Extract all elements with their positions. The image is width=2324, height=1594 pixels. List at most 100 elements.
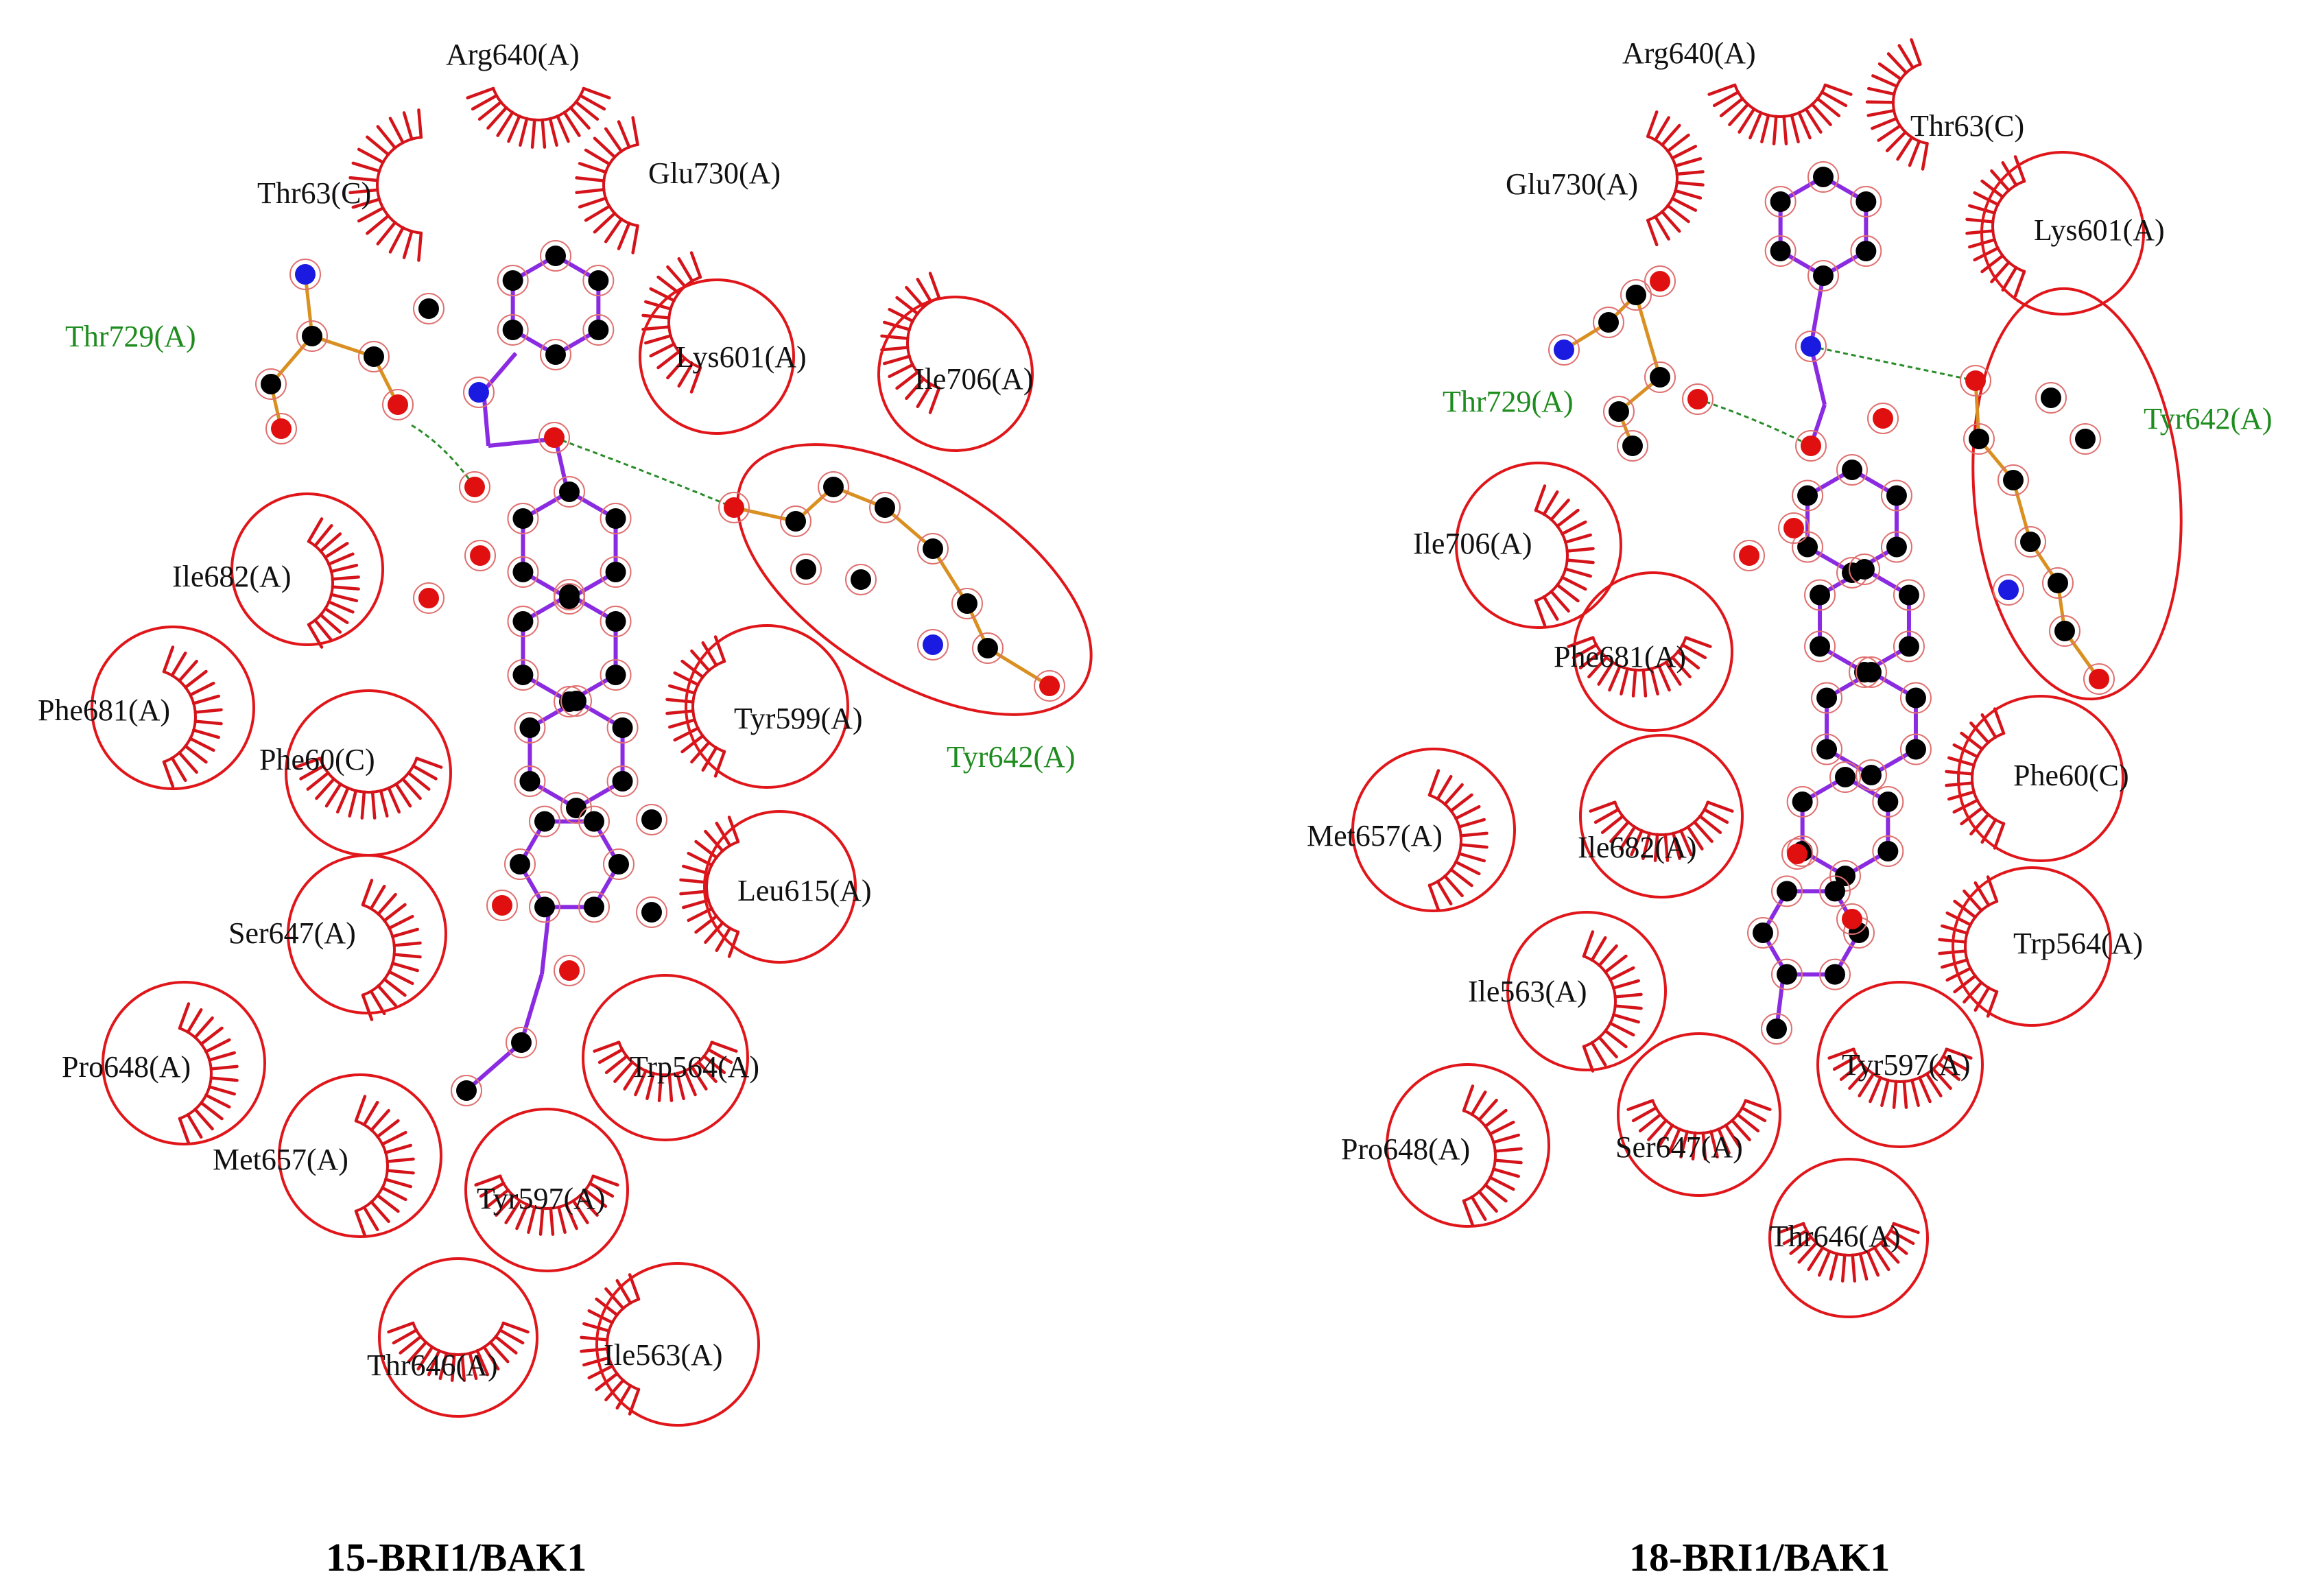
- atom-halo: [1747, 917, 1779, 949]
- residue-label: Pro648(A): [62, 1050, 191, 1084]
- fan-spoke: [1454, 860, 1481, 876]
- fan-spoke: [369, 989, 386, 1016]
- atom-halo: [603, 848, 635, 880]
- fan-spoke: [1851, 1253, 1857, 1283]
- fan-spoke: [1686, 825, 1704, 850]
- oxygen-atom: [1687, 389, 1708, 409]
- carbon-atom: [605, 508, 626, 529]
- contact-circle: [639, 278, 795, 435]
- fan-spoke: [1598, 944, 1618, 967]
- atom-halo: [554, 476, 585, 508]
- fan-spoke: [1582, 930, 1595, 958]
- fan-spoke: [1582, 1045, 1595, 1073]
- fan-spoke: [1782, 1229, 1809, 1246]
- residue-label: Ile706(A): [1413, 527, 1532, 560]
- fan-spoke: [710, 1040, 738, 1053]
- fan-spoke: [1590, 1040, 1607, 1067]
- fan-spoke: [191, 728, 220, 739]
- residue-label: Ile682(A): [172, 560, 292, 593]
- carbon-atom: [823, 477, 844, 497]
- fan-spoke: [1963, 981, 1983, 1004]
- fan-spoke: [1657, 664, 1671, 692]
- fan-spoke: [713, 635, 726, 663]
- fan-spoke: [294, 757, 322, 769]
- fan-spoke: [415, 757, 443, 769]
- fan-spoke: [299, 764, 325, 781]
- fan-arc: [1463, 1109, 1497, 1202]
- atom-halo: [382, 389, 414, 420]
- fan-arc: [163, 670, 197, 763]
- fan-arc: [705, 840, 739, 933]
- atom-halo: [1603, 396, 1635, 427]
- fan-spoke: [1542, 595, 1559, 621]
- fan-spoke: [727, 930, 740, 958]
- fan-spoke: [209, 1076, 239, 1082]
- fan-spoke: [888, 363, 914, 379]
- fan-spoke: [584, 148, 611, 166]
- fan-spoke: [376, 1193, 400, 1213]
- carbon-atom: [641, 809, 662, 830]
- hydrophobic-fan: [474, 1174, 619, 1236]
- atom-halo: [869, 492, 901, 523]
- fan-spoke: [582, 1356, 611, 1367]
- fan-spoke: [407, 771, 431, 791]
- fan-spoke: [1980, 254, 2004, 274]
- oxygen-atom: [1650, 271, 1670, 292]
- fan-spoke: [1654, 116, 1670, 142]
- fan-spoke: [2013, 270, 2026, 298]
- fan-spoke: [574, 100, 600, 121]
- fan-spoke: [407, 1340, 428, 1364]
- residue-label: Tyr599(A): [734, 702, 863, 735]
- fan-spoke: [178, 1002, 191, 1030]
- fan-arc: [1591, 637, 1687, 671]
- fan-spoke: [1443, 875, 1464, 898]
- fan-spoke: [376, 125, 397, 150]
- bond: [311, 334, 375, 359]
- hydrophobic-circles: [91, 151, 2183, 1427]
- fan-spoke: [1604, 954, 1628, 974]
- fan-spoke: [362, 1205, 379, 1232]
- oxygen-atom: [271, 418, 292, 439]
- fan-spoke: [1777, 1222, 1805, 1235]
- carbon-atom: [641, 902, 662, 923]
- atom-halo: [1807, 161, 1839, 193]
- carbon-atom: [534, 811, 555, 832]
- oxygen-atom: [2089, 669, 2109, 689]
- fan-spoke: [354, 1095, 367, 1123]
- atom-halo: [1836, 454, 1868, 486]
- fan-spoke: [392, 953, 422, 959]
- hbond-line: [1697, 398, 1812, 447]
- fan-spoke: [895, 370, 919, 390]
- hydrophobic-fan: [593, 1040, 738, 1102]
- atom-halo: [1960, 365, 1991, 396]
- contact-circle: [582, 974, 749, 1141]
- fan-spoke: [1550, 590, 1570, 613]
- fan-arc: [1964, 900, 1997, 993]
- carbon-atom: [1855, 241, 1877, 261]
- fan-spoke: [1459, 843, 1489, 849]
- atom-halo: [1899, 733, 1932, 765]
- fan-spoke: [402, 229, 414, 259]
- contact-circle: [1386, 1063, 1550, 1228]
- fan-spoke: [613, 1060, 635, 1083]
- fan-spoke: [488, 1340, 510, 1364]
- carbon-atom: [875, 497, 895, 518]
- atom-halo: [972, 632, 1004, 664]
- carbon-atom: [605, 562, 626, 582]
- fan-spoke: [673, 671, 700, 687]
- fan-spoke: [578, 1194, 599, 1217]
- fan-arc: [1647, 135, 1679, 222]
- fan-spoke: [387, 786, 401, 814]
- atom-halo: [917, 629, 949, 661]
- fan-spoke: [369, 884, 386, 911]
- fan-arc: [499, 1175, 595, 1210]
- carbon-atom: [1770, 191, 1791, 212]
- fan-spoke: [1866, 1250, 1880, 1277]
- fan-spoke: [1608, 664, 1622, 692]
- fan-spoke: [880, 334, 910, 340]
- residue-label: Ser647(A): [228, 916, 356, 950]
- fan-spoke: [388, 914, 414, 930]
- hydrophobic-fan: [580, 1273, 641, 1416]
- ligand-bonds: [269, 175, 2101, 1093]
- contact-circle: [685, 624, 849, 789]
